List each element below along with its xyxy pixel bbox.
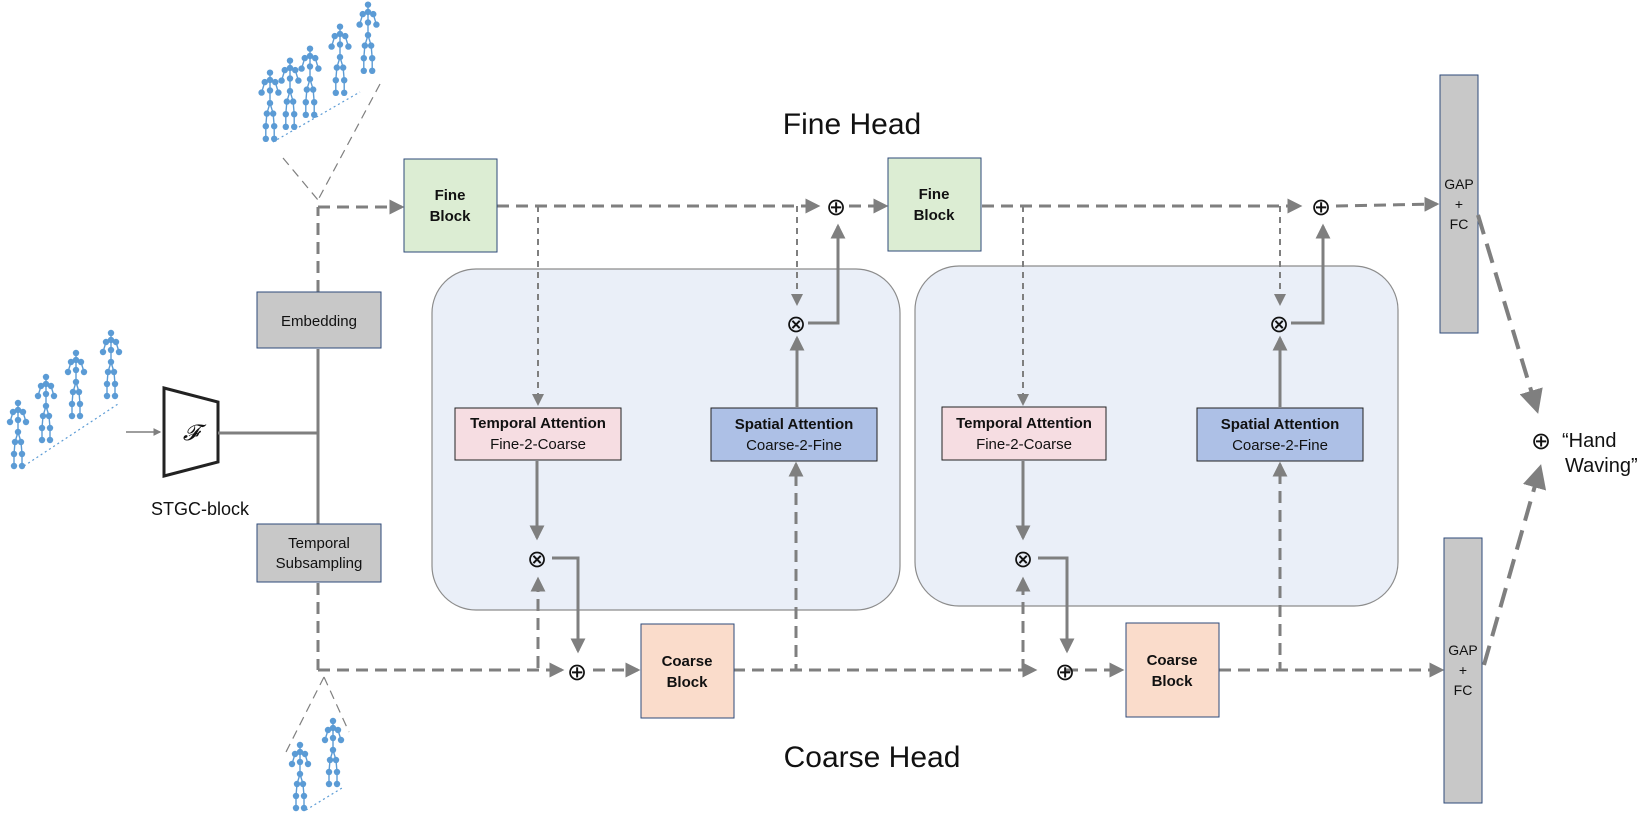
coarse-head-title: Coarse Head — [784, 741, 961, 774]
add-operator-coarse-1: ⊕ — [567, 658, 587, 686]
coarse-block-1: Coarse Block — [640, 623, 735, 719]
temporal-attention-2-sub: Fine-2-Coarse — [976, 436, 1072, 453]
skeleton-sequences — [6, 1, 381, 812]
attention-panel-1 — [431, 268, 901, 611]
stgc-label: STGC-block — [151, 499, 250, 519]
stgc-block: 𝓕 — [162, 386, 220, 478]
temporal-subsampling-label-2: Subsampling — [276, 555, 363, 572]
spatial-attention-1-title: Spatial Attention — [735, 416, 854, 433]
mul-operator-temporal-2: ⊗ — [1013, 545, 1033, 573]
gap-fc-fine: GAP + FC — [1439, 74, 1479, 334]
spatial-attention-1: Spatial Attention Coarse-2-Fine — [710, 407, 878, 462]
gap-fc-fine-1: GAP — [1444, 176, 1474, 192]
embedding-box: Embedding — [256, 291, 382, 349]
gap-fc-coarse-3: FC — [1454, 682, 1473, 698]
add-operator-fine-2: ⊕ — [1311, 193, 1331, 221]
spatial-attention-2-sub: Coarse-2-Fine — [1232, 437, 1328, 454]
mul-operator-spatial-1: ⊗ — [786, 310, 806, 338]
gap-fc-coarse-1: GAP — [1448, 642, 1478, 658]
gap-fc-coarse: GAP + FC — [1443, 537, 1483, 804]
spatial-attention-2-title: Spatial Attention — [1221, 416, 1340, 433]
coarse-block-2-line2: Block — [1152, 673, 1194, 690]
output-label-2: Waving” — [1565, 455, 1638, 477]
fine-block-2-line1: Fine — [919, 186, 950, 203]
coarse-block-2-line1: Coarse — [1147, 652, 1198, 669]
temporal-attention-1-title: Temporal Attention — [470, 415, 606, 432]
temporal-attention-2: Temporal Attention Fine-2-Coarse — [941, 406, 1107, 461]
gap-fc-fine-3: FC — [1450, 216, 1469, 232]
temporal-subsampling-box: Temporal Subsampling — [256, 523, 382, 583]
add-operator-fine-1: ⊕ — [826, 193, 846, 221]
temporal-attention-1: Temporal Attention Fine-2-Coarse — [454, 407, 622, 461]
fine-block-1-line2: Block — [430, 208, 472, 225]
embedding-label: Embedding — [281, 313, 357, 330]
gap-fc-fine-2: + — [1455, 196, 1463, 212]
fine-head-title: Fine Head — [783, 108, 921, 141]
attention-panel-2 — [914, 265, 1399, 607]
temporal-attention-2-title: Temporal Attention — [956, 415, 1092, 432]
spatial-attention-1-sub: Coarse-2-Fine — [746, 437, 842, 454]
mul-operator-spatial-2: ⊗ — [1269, 310, 1289, 338]
fine-block-1: Fine Block — [403, 158, 498, 253]
mul-operator-temporal-1: ⊗ — [527, 545, 547, 573]
temporal-subsampling-label-1: Temporal — [288, 535, 350, 552]
spatial-attention-2: Spatial Attention Coarse-2-Fine — [1196, 407, 1364, 462]
coarse-block-1-line2: Block — [667, 674, 709, 691]
gap-fc-coarse-2: + — [1459, 662, 1467, 678]
coarse-block-2: Coarse Block — [1125, 622, 1220, 718]
add-operator-output: ⊕ — [1531, 427, 1551, 455]
coarse-block-1-line1: Coarse — [662, 653, 713, 670]
fine-block-2: Fine Block — [887, 157, 982, 252]
temporal-attention-1-sub: Fine-2-Coarse — [490, 436, 586, 453]
fine-block-1-line1: Fine — [435, 187, 466, 204]
output-label-1: “Hand — [1562, 430, 1616, 452]
stgc-trapezoid — [162, 386, 220, 478]
fine-block-2-line2: Block — [914, 207, 956, 224]
add-operator-coarse-2: ⊕ — [1055, 658, 1075, 686]
